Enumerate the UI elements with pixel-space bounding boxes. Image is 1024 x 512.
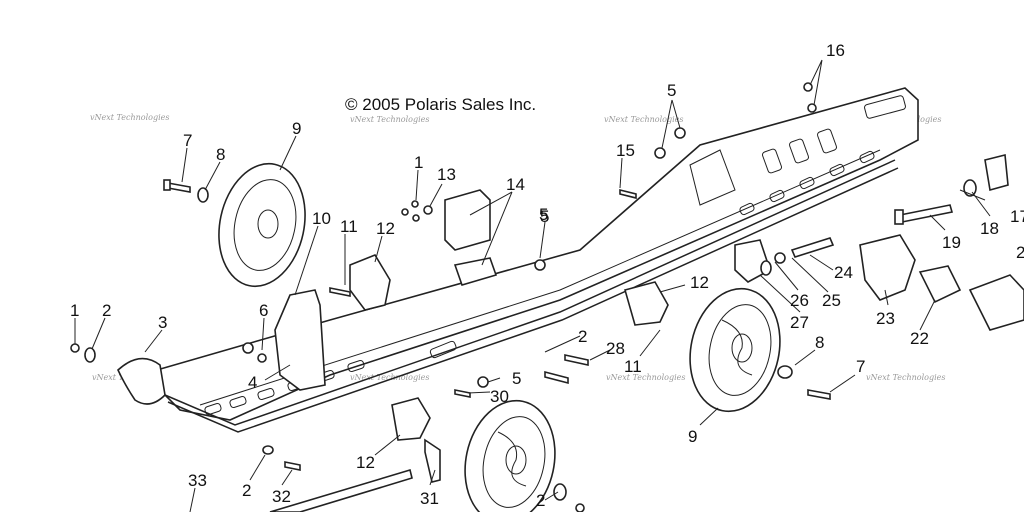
callout-label: 3	[158, 313, 167, 332]
callout-label: 14	[506, 175, 525, 194]
watermark: vNext Technologies	[604, 115, 683, 124]
callout-label: 32	[272, 487, 291, 506]
callout-label: 26	[790, 291, 809, 310]
callout-label: 23	[876, 309, 895, 328]
callout-label: 2	[242, 481, 251, 500]
callout-label: 7	[183, 131, 192, 150]
watermark: vNext Technologies	[350, 373, 429, 382]
idler-wheel	[218, 162, 306, 288]
callout-label: 5	[512, 369, 521, 388]
callout-label: 6	[259, 301, 268, 320]
callout-label: 7	[856, 357, 865, 376]
callout-label: 16	[826, 41, 845, 60]
callout-label: 2	[102, 301, 111, 320]
callout-label: 1	[70, 301, 79, 320]
callout-label: 2	[536, 491, 545, 510]
rail-tip-slider	[117, 357, 166, 405]
callout-label: 2	[578, 327, 587, 346]
callout-label: 13	[437, 165, 456, 184]
callout-label: 28	[606, 339, 625, 358]
watermark: vNext Technologies	[90, 113, 169, 122]
callout-label: 22	[910, 329, 929, 348]
copyright-text: © 2005 Polaris Sales Inc.	[345, 95, 536, 114]
callout-label: 33	[188, 471, 207, 490]
watermark: vNext Technologies	[606, 373, 685, 382]
callout-label: 17	[1010, 207, 1024, 226]
callout-label: 31	[420, 489, 439, 508]
callout-label: 15	[616, 141, 635, 160]
callout-label: 12	[356, 453, 375, 472]
callout-label: 25	[822, 291, 841, 310]
callout-label: 4	[248, 373, 257, 392]
callout-label: 11	[624, 357, 642, 376]
callout-label: 5	[539, 205, 548, 224]
watermark: vNext Technologies	[866, 373, 945, 382]
callout-label: 19	[942, 233, 961, 252]
callout-label: 5	[540, 207, 549, 226]
callout-label: 12	[376, 219, 395, 238]
callout-label: 21	[1016, 243, 1024, 262]
callout-label: 9	[688, 427, 697, 446]
callout-label: 10	[312, 209, 331, 228]
callout-label: 18	[980, 219, 999, 238]
callout-label: 27	[790, 313, 809, 332]
callout-label: 5	[667, 81, 676, 100]
idler-wheel	[464, 399, 556, 512]
callout-label: 12	[690, 273, 709, 292]
idler-wheel	[689, 287, 781, 413]
callout-label: 11	[340, 217, 358, 236]
callout-label: 30	[490, 387, 509, 406]
callout-label: 1	[414, 153, 423, 172]
wear-strip	[269, 468, 413, 512]
hardware-parts	[70, 82, 1024, 512]
callout-label: 9	[292, 119, 301, 138]
leader-lines	[74, 59, 991, 512]
watermark: vNext Technologies	[350, 115, 429, 124]
callout-label: 8	[815, 333, 824, 352]
callout-label: 8	[216, 145, 225, 164]
callout-labels: 16 5 5 7 8 9 1 13 14 15 10 11 12 17 19 1…	[70, 41, 1024, 510]
callout-label: 24	[834, 263, 853, 282]
